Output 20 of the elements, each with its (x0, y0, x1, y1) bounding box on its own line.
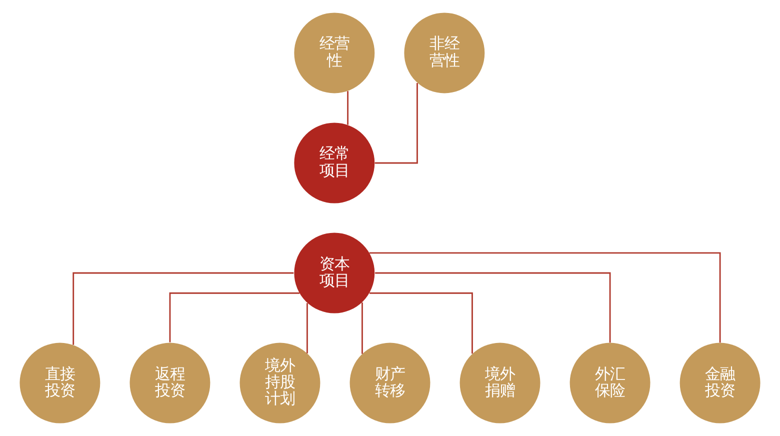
node-circle: 境外捐赠 (460, 342, 540, 424)
connector (72, 272, 294, 345)
node-circle: 非经营性 (404, 12, 485, 94)
node-circle: 资本项目 (294, 232, 375, 314)
node-circle: 经常项目 (294, 122, 375, 204)
connector (306, 303, 308, 354)
node-circle: 境外持股计划 (240, 342, 320, 424)
node-circle: 返程投资 (130, 342, 210, 424)
connector (369, 252, 721, 343)
node-circle: 直接投资 (20, 342, 100, 424)
node-circle: 金融投资 (680, 342, 760, 424)
connector (374, 83, 418, 164)
node-circle: 财产转移 (350, 342, 430, 424)
connector (375, 272, 611, 343)
node-circle: 经营性 (294, 12, 375, 94)
connector (362, 302, 363, 354)
connector (370, 292, 473, 354)
connector (347, 91, 349, 125)
node-circle: 外汇保险 (570, 342, 650, 424)
connector (169, 292, 300, 342)
